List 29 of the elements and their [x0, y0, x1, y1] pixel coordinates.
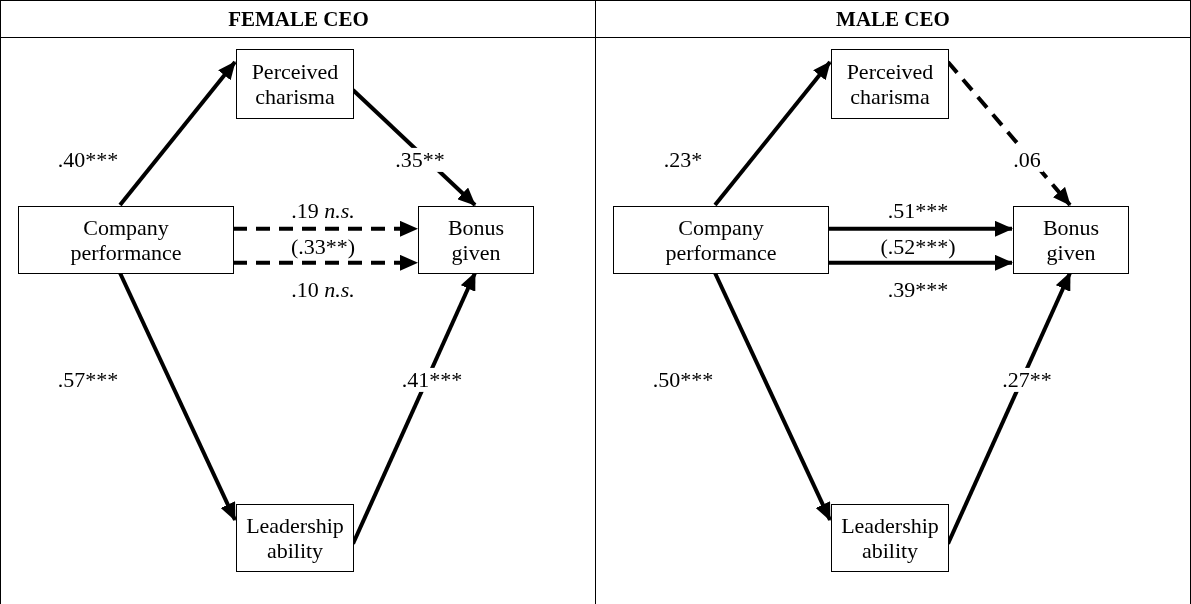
arrow [828, 220, 1013, 237]
variable-box [418, 206, 534, 274]
variable-name: Perceived charisma [845, 58, 935, 110]
variable-box [831, 504, 949, 572]
path-coefficient: .06 [1011, 147, 1043, 173]
path-coefficient: .27** [1000, 367, 1054, 393]
variable-name: Bonus given [446, 214, 506, 266]
variable-name: Bonus given [1041, 214, 1101, 266]
arrow [828, 254, 1013, 271]
variable-box [18, 206, 234, 274]
variable-name: Company performance [664, 214, 778, 266]
variable-name: Company performance [69, 214, 183, 266]
arrow [713, 60, 832, 207]
panel-heading: MALE CEO [836, 6, 950, 32]
dashed-arrow [233, 254, 418, 271]
variable-box [236, 49, 354, 119]
variable-box [1013, 206, 1129, 274]
variable-box [613, 206, 829, 274]
panel-heading: FEMALE CEO [228, 6, 369, 32]
dashed-arrow [233, 220, 418, 237]
arrow [713, 272, 832, 521]
arrow [118, 272, 237, 521]
variable-name: Perceived charisma [250, 58, 340, 110]
variable-name: Leadership ability [840, 512, 940, 564]
arrow [118, 60, 237, 207]
variable-box [236, 504, 354, 572]
variable-box [831, 49, 949, 119]
variable-name: Leadership ability [245, 512, 345, 564]
path-coefficient: .35** [393, 147, 447, 173]
